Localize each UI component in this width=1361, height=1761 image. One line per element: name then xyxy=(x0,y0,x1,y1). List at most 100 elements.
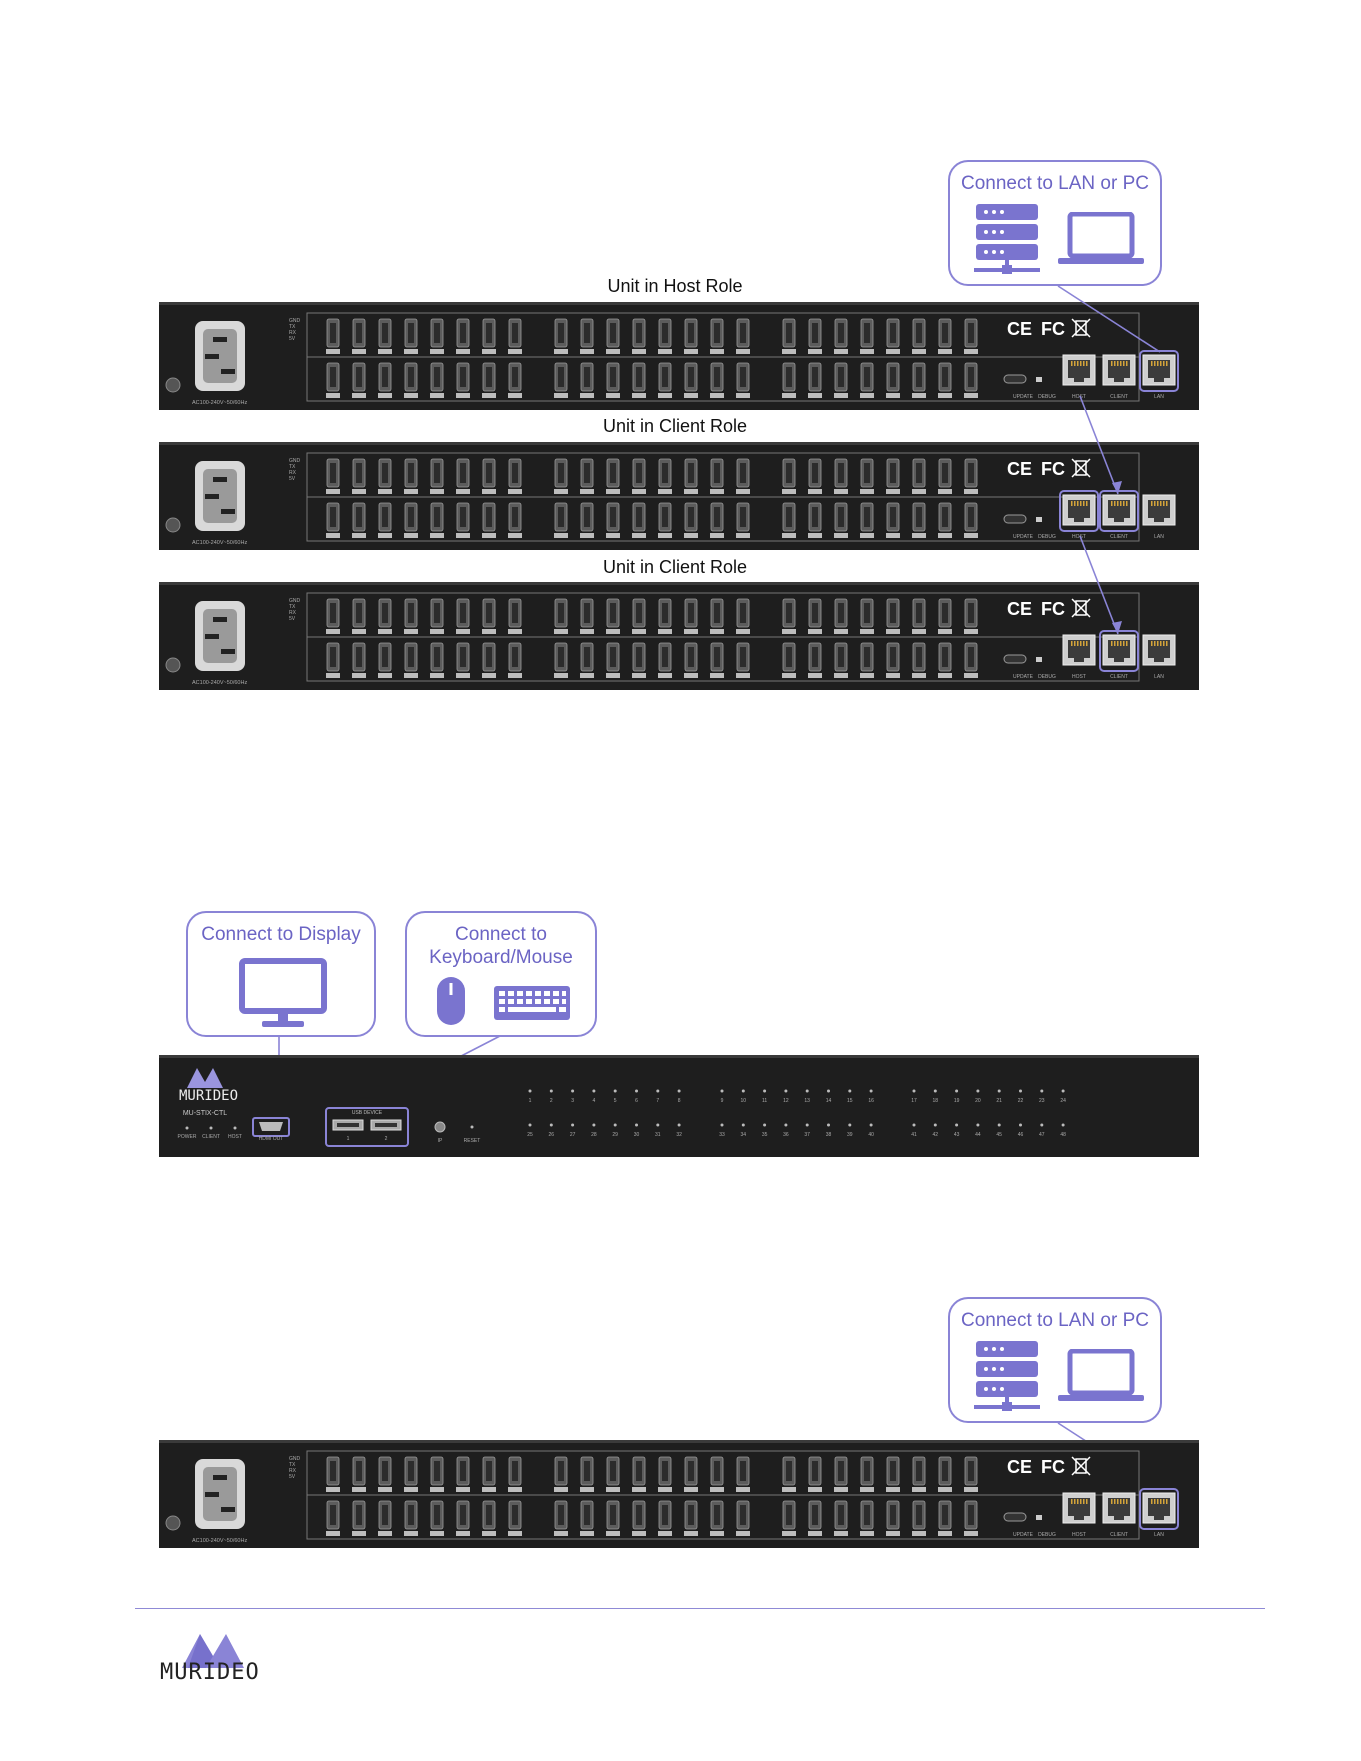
channel-led xyxy=(528,1123,532,1127)
channel-led xyxy=(997,1089,1001,1093)
port-highlight xyxy=(1059,490,1099,532)
channel-label: 13 xyxy=(804,1098,810,1104)
port-label: UPDATE xyxy=(1013,534,1034,540)
pin-label: TX xyxy=(289,324,296,330)
channel-label: 17 xyxy=(911,1098,917,1104)
channel-led xyxy=(784,1089,788,1093)
usb-c-port xyxy=(1003,1512,1027,1522)
pin-label: RX xyxy=(289,470,297,476)
mouse-icon xyxy=(437,977,465,1025)
rj45-port-client xyxy=(1102,494,1136,526)
channel-led xyxy=(635,1089,638,1093)
channel-led xyxy=(549,1123,553,1127)
footer-brand: MURIDEO xyxy=(160,1660,260,1685)
channel-led xyxy=(571,1123,575,1127)
channel-label: 2 xyxy=(550,1098,553,1104)
channel-label: 36 xyxy=(783,1132,789,1138)
channel-label: 19 xyxy=(954,1098,960,1104)
port-label: LAN xyxy=(1154,674,1164,680)
certification-mark: FC xyxy=(1041,599,1065,619)
port-label: CLIENT xyxy=(1110,674,1128,680)
pin-label: 5V xyxy=(289,1474,296,1480)
weee-bin-icon xyxy=(1071,1456,1091,1476)
laptop-icon xyxy=(1058,1349,1144,1401)
channel-led xyxy=(763,1089,767,1093)
channel-label: 23 xyxy=(1039,1098,1045,1104)
channel-led xyxy=(656,1089,660,1093)
channel-label: 12 xyxy=(783,1098,789,1104)
ip-label: IP xyxy=(438,1138,443,1144)
port-label: DEBUG xyxy=(1038,1532,1056,1538)
port-label: LAN xyxy=(1154,394,1164,400)
channel-label: 40 xyxy=(868,1132,874,1138)
rj45-port-host xyxy=(1062,354,1096,386)
channel-led xyxy=(912,1123,916,1127)
power-rating-label: AC100-240V~50/60Hz xyxy=(192,400,247,406)
channel-led xyxy=(741,1123,745,1127)
monitor-icon xyxy=(239,958,327,1027)
lan-callout-top: Connect to LAN or PC xyxy=(948,160,1162,286)
channel-led xyxy=(848,1089,852,1093)
channel-led xyxy=(976,1123,980,1127)
led-label: POWER xyxy=(178,1134,197,1140)
certification-mark: CE xyxy=(1007,599,1032,619)
rj45-port-host xyxy=(1062,494,1096,526)
channel-label: 4 xyxy=(593,1098,596,1104)
power-rating-label: AC100-240V~50/60Hz xyxy=(192,680,247,686)
pin-label: RX xyxy=(289,330,297,336)
channel-led xyxy=(1040,1123,1044,1127)
display-callout: Connect to Display xyxy=(186,911,376,1037)
channel-label: 44 xyxy=(975,1132,981,1138)
port-label: HOST xyxy=(1072,674,1086,680)
pin-label: 5V xyxy=(289,336,296,342)
debug-switch xyxy=(1036,657,1042,662)
power-rating-label: AC100-240V~50/60Hz xyxy=(192,1538,247,1544)
usb-c-port xyxy=(1003,654,1027,664)
channel-label: 11 xyxy=(762,1098,767,1104)
channel-label: 30 xyxy=(634,1132,640,1138)
channel-led xyxy=(955,1089,959,1093)
channel-label: 1 xyxy=(529,1098,532,1104)
channel-label: 29 xyxy=(612,1132,618,1138)
channel-label: 24 xyxy=(1060,1098,1066,1104)
server-rack-icon xyxy=(974,204,1040,274)
power-rating-label: AC100-240V~50/60Hz xyxy=(192,540,247,546)
reset-label: RESET xyxy=(464,1138,481,1144)
channel-label: 41 xyxy=(911,1132,917,1138)
certification-mark: FC xyxy=(1041,1457,1065,1477)
channel-led xyxy=(933,1123,937,1127)
channel-label: 27 xyxy=(570,1132,576,1138)
channel-label: 8 xyxy=(678,1098,681,1104)
certification-mark: FC xyxy=(1041,459,1065,479)
port-label: CLIENT xyxy=(1110,1532,1128,1538)
port-label: DEBUG xyxy=(1038,394,1056,400)
mountain-logo-icon xyxy=(182,1634,244,1668)
port-label: UPDATE xyxy=(1013,1532,1034,1538)
weee-bin-icon xyxy=(1071,318,1091,338)
debug-switch xyxy=(1036,517,1042,522)
usb-port-label: 1 xyxy=(347,1136,350,1142)
port-label: UPDATE xyxy=(1013,674,1034,680)
channel-led xyxy=(869,1089,873,1093)
channel-led xyxy=(976,1089,980,1093)
channel-led xyxy=(592,1089,596,1093)
channel-label: 7 xyxy=(656,1098,659,1104)
channel-label: 9 xyxy=(721,1098,724,1104)
ground-screw-icon xyxy=(165,377,181,393)
channel-label: 48 xyxy=(1060,1132,1066,1138)
keyboard-icon xyxy=(494,986,570,1020)
channel-led xyxy=(933,1089,937,1093)
rj45-port-lan xyxy=(1142,1492,1176,1524)
unit-role-label: Unit in Client Role xyxy=(602,416,748,436)
channel-label: 14 xyxy=(826,1098,832,1104)
channel-label: 42 xyxy=(933,1132,939,1138)
channel-label: 6 xyxy=(635,1098,638,1104)
channel-led xyxy=(805,1089,809,1093)
ip-button xyxy=(434,1121,446,1133)
